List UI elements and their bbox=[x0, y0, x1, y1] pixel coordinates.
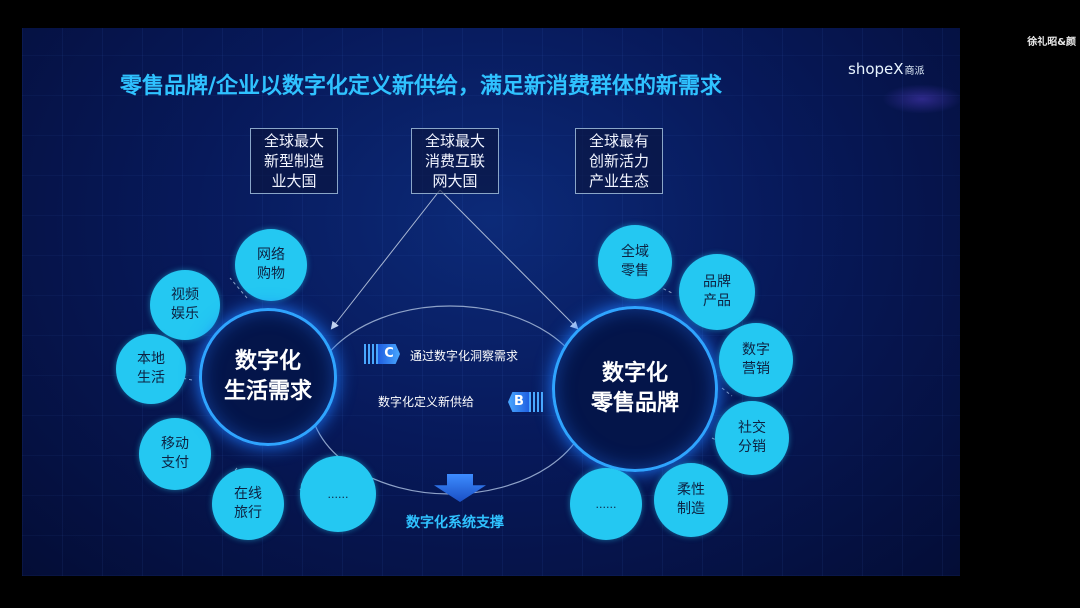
badge-c: C bbox=[378, 344, 400, 364]
top-box-innovation-ecosystem: 全球最有 创新活力 产业生态 bbox=[575, 128, 663, 194]
text-insight-demand: 通过数字化洞察需求 bbox=[410, 349, 519, 363]
node-video-entertainment: 视频 娱乐 bbox=[150, 270, 220, 340]
slide: 零售品牌/企业以数字化定义新供给，满足新消费群体的新需求 shopeX商派 bbox=[22, 28, 960, 576]
node-more-right: ...... bbox=[570, 468, 642, 540]
shopex-logo: shopeX商派 bbox=[848, 60, 925, 78]
node-brand-products: 品牌 产品 bbox=[679, 254, 755, 330]
text-define-supply: 数字化定义新供给 bbox=[378, 395, 475, 409]
bottom-label: 数字化系统支撑 bbox=[406, 515, 504, 531]
node-social-distribution: 社交 分销 bbox=[715, 401, 789, 475]
top-box-consumer-internet: 全球最大 消费互联 网大国 bbox=[411, 128, 499, 194]
badge-b-stripes bbox=[529, 392, 543, 412]
top-box-manufacturing: 全球最大 新型制造 业大国 bbox=[250, 128, 338, 194]
node-flexible-manufacturing: 柔性 制造 bbox=[654, 463, 728, 537]
node-digital-marketing: 数字 营销 bbox=[719, 323, 793, 397]
arrow-to-right-hub bbox=[439, 189, 579, 330]
node-mobile-payment: 移动 支付 bbox=[139, 418, 211, 490]
hub-digital-life-demand: 数字化 生活需求 bbox=[199, 308, 337, 446]
node-online-shopping: 网络 购物 bbox=[235, 229, 307, 301]
node-more-left: ...... bbox=[300, 456, 376, 532]
watermark: 徐礼昭&颜 bbox=[1027, 37, 1076, 48]
badge-c-stripes bbox=[364, 344, 378, 364]
node-omnichannel-retail: 全域 零售 bbox=[598, 225, 672, 299]
logo-main: shopeX bbox=[848, 60, 904, 78]
node-local-life: 本地 生活 bbox=[116, 334, 186, 404]
logo-sub: 商派 bbox=[904, 66, 925, 77]
badge-b: B bbox=[508, 392, 530, 412]
node-online-travel: 在线 旅行 bbox=[212, 468, 284, 540]
slide-title: 零售品牌/企业以数字化定义新供给，满足新消费群体的新需求 bbox=[120, 74, 723, 99]
hub-digital-retail-brand: 数字化 零售品牌 bbox=[552, 306, 718, 472]
logo-glow bbox=[882, 84, 960, 114]
arrow-to-left-hub bbox=[330, 189, 441, 330]
